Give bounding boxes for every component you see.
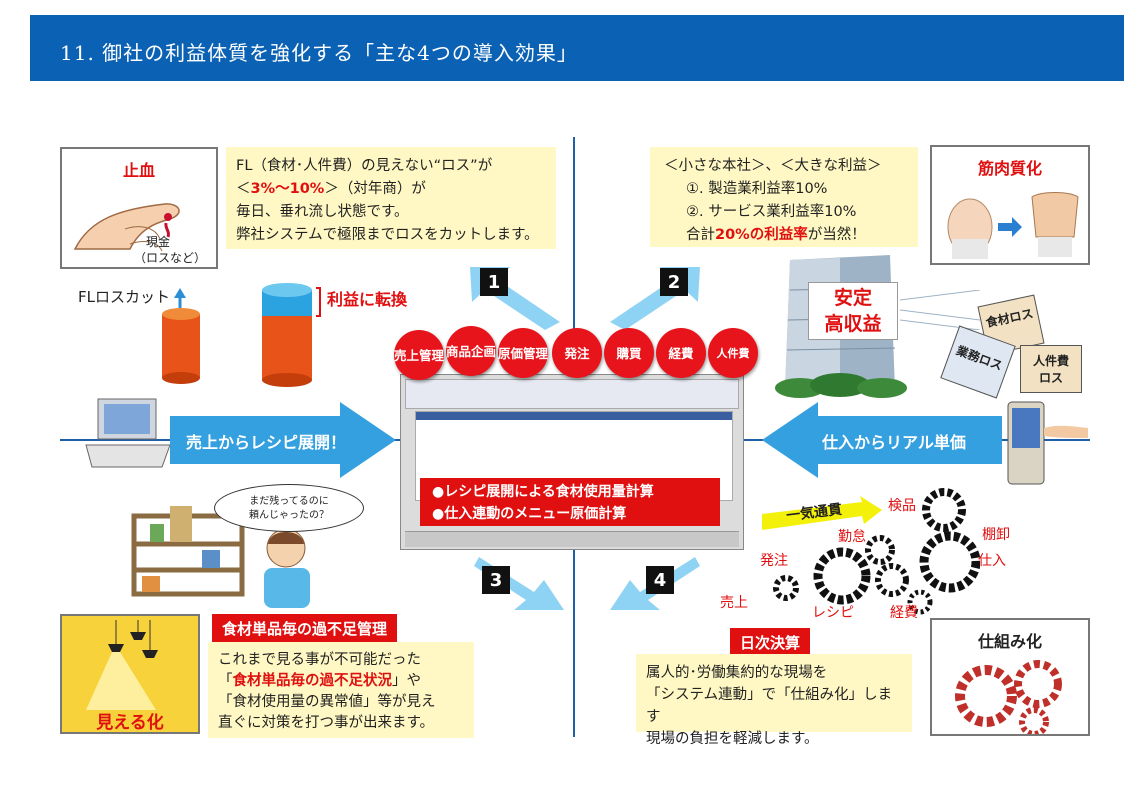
q2-note-line4-pre: 合計 <box>686 227 715 243</box>
page-title: 11. 御社の利益体質を強化する「主な4つの導入効果」 <box>60 41 578 65</box>
q2-note-line4-post: が当然！ <box>807 227 866 243</box>
circle-cost-management: 原価管理 <box>498 328 548 378</box>
q2-note-line1: ＜小さな本社＞、＜大きな利益＞ <box>664 158 882 174</box>
cash-caption: 現金 <box>146 235 171 249</box>
q3-ribbon: 食材単品毎の過不足管理 <box>212 614 398 643</box>
cylinders-graphic <box>162 283 321 387</box>
q1-note-line2-post: ＞（対年商）が <box>324 181 426 197</box>
muscle-card: 筋肉質化 <box>930 145 1090 265</box>
number-2-badge: 2 <box>660 268 688 296</box>
gear-label-purchase: 仕入 <box>978 553 1006 569</box>
circle-expenses: 経費 <box>656 328 706 378</box>
bubble-line1: まだ残ってるのに <box>249 496 329 507</box>
q3-note-line2-post: 」や <box>392 673 421 689</box>
gear-label-recipe: レシピ <box>812 605 854 621</box>
circle-labor-cost: 人件費 <box>708 328 758 378</box>
q4-note: 属人的･労働集約的な現場を 「システム連動」で「仕組み化」します 現場の負担を軽… <box>636 654 912 747</box>
hemostasis-title: 止血 <box>122 161 155 180</box>
q1-note-line3: 毎日、垂れ流し状態です。 <box>236 204 409 220</box>
q3-note-line2: 「食材単品毎の過不足状況」や <box>218 671 464 692</box>
rays-graphic <box>900 290 980 330</box>
gear-label-expenses: 経費 <box>890 605 918 621</box>
center-banner: ●レシピ展開による食材使用量計算 ●仕入連動のメニュー原価計算 <box>420 478 720 526</box>
screen-grid-header <box>416 412 732 420</box>
shelf-icon <box>131 506 245 597</box>
worker-icon <box>264 528 310 608</box>
q3-note-line3: 「食材使用量の異常値」等が見え <box>218 694 436 710</box>
number-1-badge: 1 <box>480 268 508 296</box>
stable-profit-sign: 安定 高収益 <box>808 282 898 340</box>
number-3-badge: 3 <box>482 566 510 594</box>
lamp-icon <box>86 620 158 710</box>
stable-label: 安定 <box>833 287 872 309</box>
q2-note: ＜小さな本社＞、＜大きな利益＞ ①. 製造業利益率10% ②. サービス業利益率… <box>650 147 918 247</box>
screen-form-area <box>405 379 739 409</box>
body-transform-icon <box>947 192 1079 259</box>
q2-note-line2: ①. 製造業利益率10% <box>686 181 828 197</box>
finger-icon <box>73 203 180 252</box>
circle-product-planning: 商品企画 <box>446 326 496 376</box>
q4-note-line2: 「システム連動」で「仕組み化」します <box>646 687 893 725</box>
muscle-title: 筋肉質化 <box>977 159 1042 178</box>
page-title-bar: 11. 御社の利益体質を強化する「主な4つの導入効果」 <box>30 15 1124 81</box>
right-arrow-label: 仕入からリアル単価 <box>822 433 966 452</box>
handheld-terminal-icon <box>1007 401 1088 485</box>
q2-note-line3: ②. サービス業利益率10% <box>686 204 857 220</box>
q3-note-line1: これまで見る事が不可能だった <box>218 652 421 668</box>
circle-ordering: 発注 <box>552 328 602 378</box>
q2-note-line4: 合計20%の利益率が当然！ <box>664 224 908 247</box>
q1-note-line2-pre: ＜ <box>236 181 251 197</box>
q4-ribbon: 日次決算 <box>730 628 811 657</box>
screen-function-bar <box>405 531 739 547</box>
q1-note: FL（食材･人件費）の見えない“ロス”が ＜3%～10%＞（対年商）が 毎日、垂… <box>226 147 556 249</box>
left-arrow-label: 売上からレシピ展開！ <box>186 433 347 452</box>
q1-note-line1: FL（食材･人件費）の見えない“ロス”が <box>236 158 493 174</box>
visualize-title: 見える化 <box>96 713 164 733</box>
loss-caption: （ロスなど） <box>134 251 207 265</box>
high-profit-label: 高収益 <box>824 313 882 335</box>
q2-note-line4-red: 20%の利益率 <box>715 227 808 243</box>
bubble-line2: 頼んじゃったの？ <box>249 510 329 521</box>
arrow-1-icon <box>470 267 560 330</box>
gear-label-ordering: 発注 <box>760 553 788 569</box>
q3-note-line2-red: 食材単品毎の過不足状況 <box>232 673 393 689</box>
q4-note-line1: 属人的･労働集約的な現場を <box>646 665 828 681</box>
labor-loss-box: 人件費 ロス <box>1020 345 1082 393</box>
circle-purchasing: 購買 <box>604 328 654 378</box>
gear-label-inspection: 検品 <box>888 498 916 514</box>
labor-loss-line2: ロス <box>1038 371 1063 385</box>
ikki-arrow-icon <box>762 496 882 530</box>
visualize-card: 見える化 <box>60 614 200 734</box>
center-banner-line1: ●レシピ展開による食材使用量計算 <box>432 484 654 500</box>
circle-sales-management: 売上管理 <box>394 330 444 380</box>
q1-note-line2: ＜3%～10%＞（対年商）が <box>236 178 546 201</box>
profit-conversion-label: 利益に転換 <box>327 290 408 309</box>
hemostasis-card: 止血 現金 （ロスなど） <box>60 147 218 269</box>
gear-label-inventory: 棚卸 <box>982 527 1010 543</box>
q1-note-line4: 弊社システムで極限までロスをカットします。 <box>236 227 539 243</box>
q3-note-line2-pre: 「 <box>218 673 233 689</box>
speech-bubble: まだ残ってるのに 頼んじゃったの？ <box>214 484 364 532</box>
mechanism-card: 仕組み化 <box>930 618 1090 736</box>
gear-label-attendance: 勤怠 <box>838 529 866 545</box>
q4-note-line3: 現場の負担を軽減します。 <box>646 731 819 747</box>
q3-note: これまで見る事が不可能だった 「食材単品毎の過不足状況」や 「食材使用量の異常値… <box>208 642 474 738</box>
fl-loss-cut-label: FLロスカット <box>78 288 170 306</box>
gear-label-sales: 売上 <box>720 595 748 611</box>
number-4-badge: 4 <box>646 566 674 594</box>
center-banner-line2: ●仕入連動のメニュー原価計算 <box>432 506 627 522</box>
right-arrow <box>762 402 1002 478</box>
q3-note-line4: 直ぐに対策を打つ事が出来ます。 <box>218 715 435 731</box>
mechanism-title: 仕組み化 <box>977 632 1042 651</box>
pos-register-icon <box>85 398 171 468</box>
left-arrow <box>170 402 396 478</box>
gears-icon <box>773 488 980 615</box>
labor-loss-line1: 人件費 <box>1032 354 1069 368</box>
red-gears-icon <box>955 660 1062 734</box>
q1-note-line2-red: 3%～10% <box>250 181 325 197</box>
